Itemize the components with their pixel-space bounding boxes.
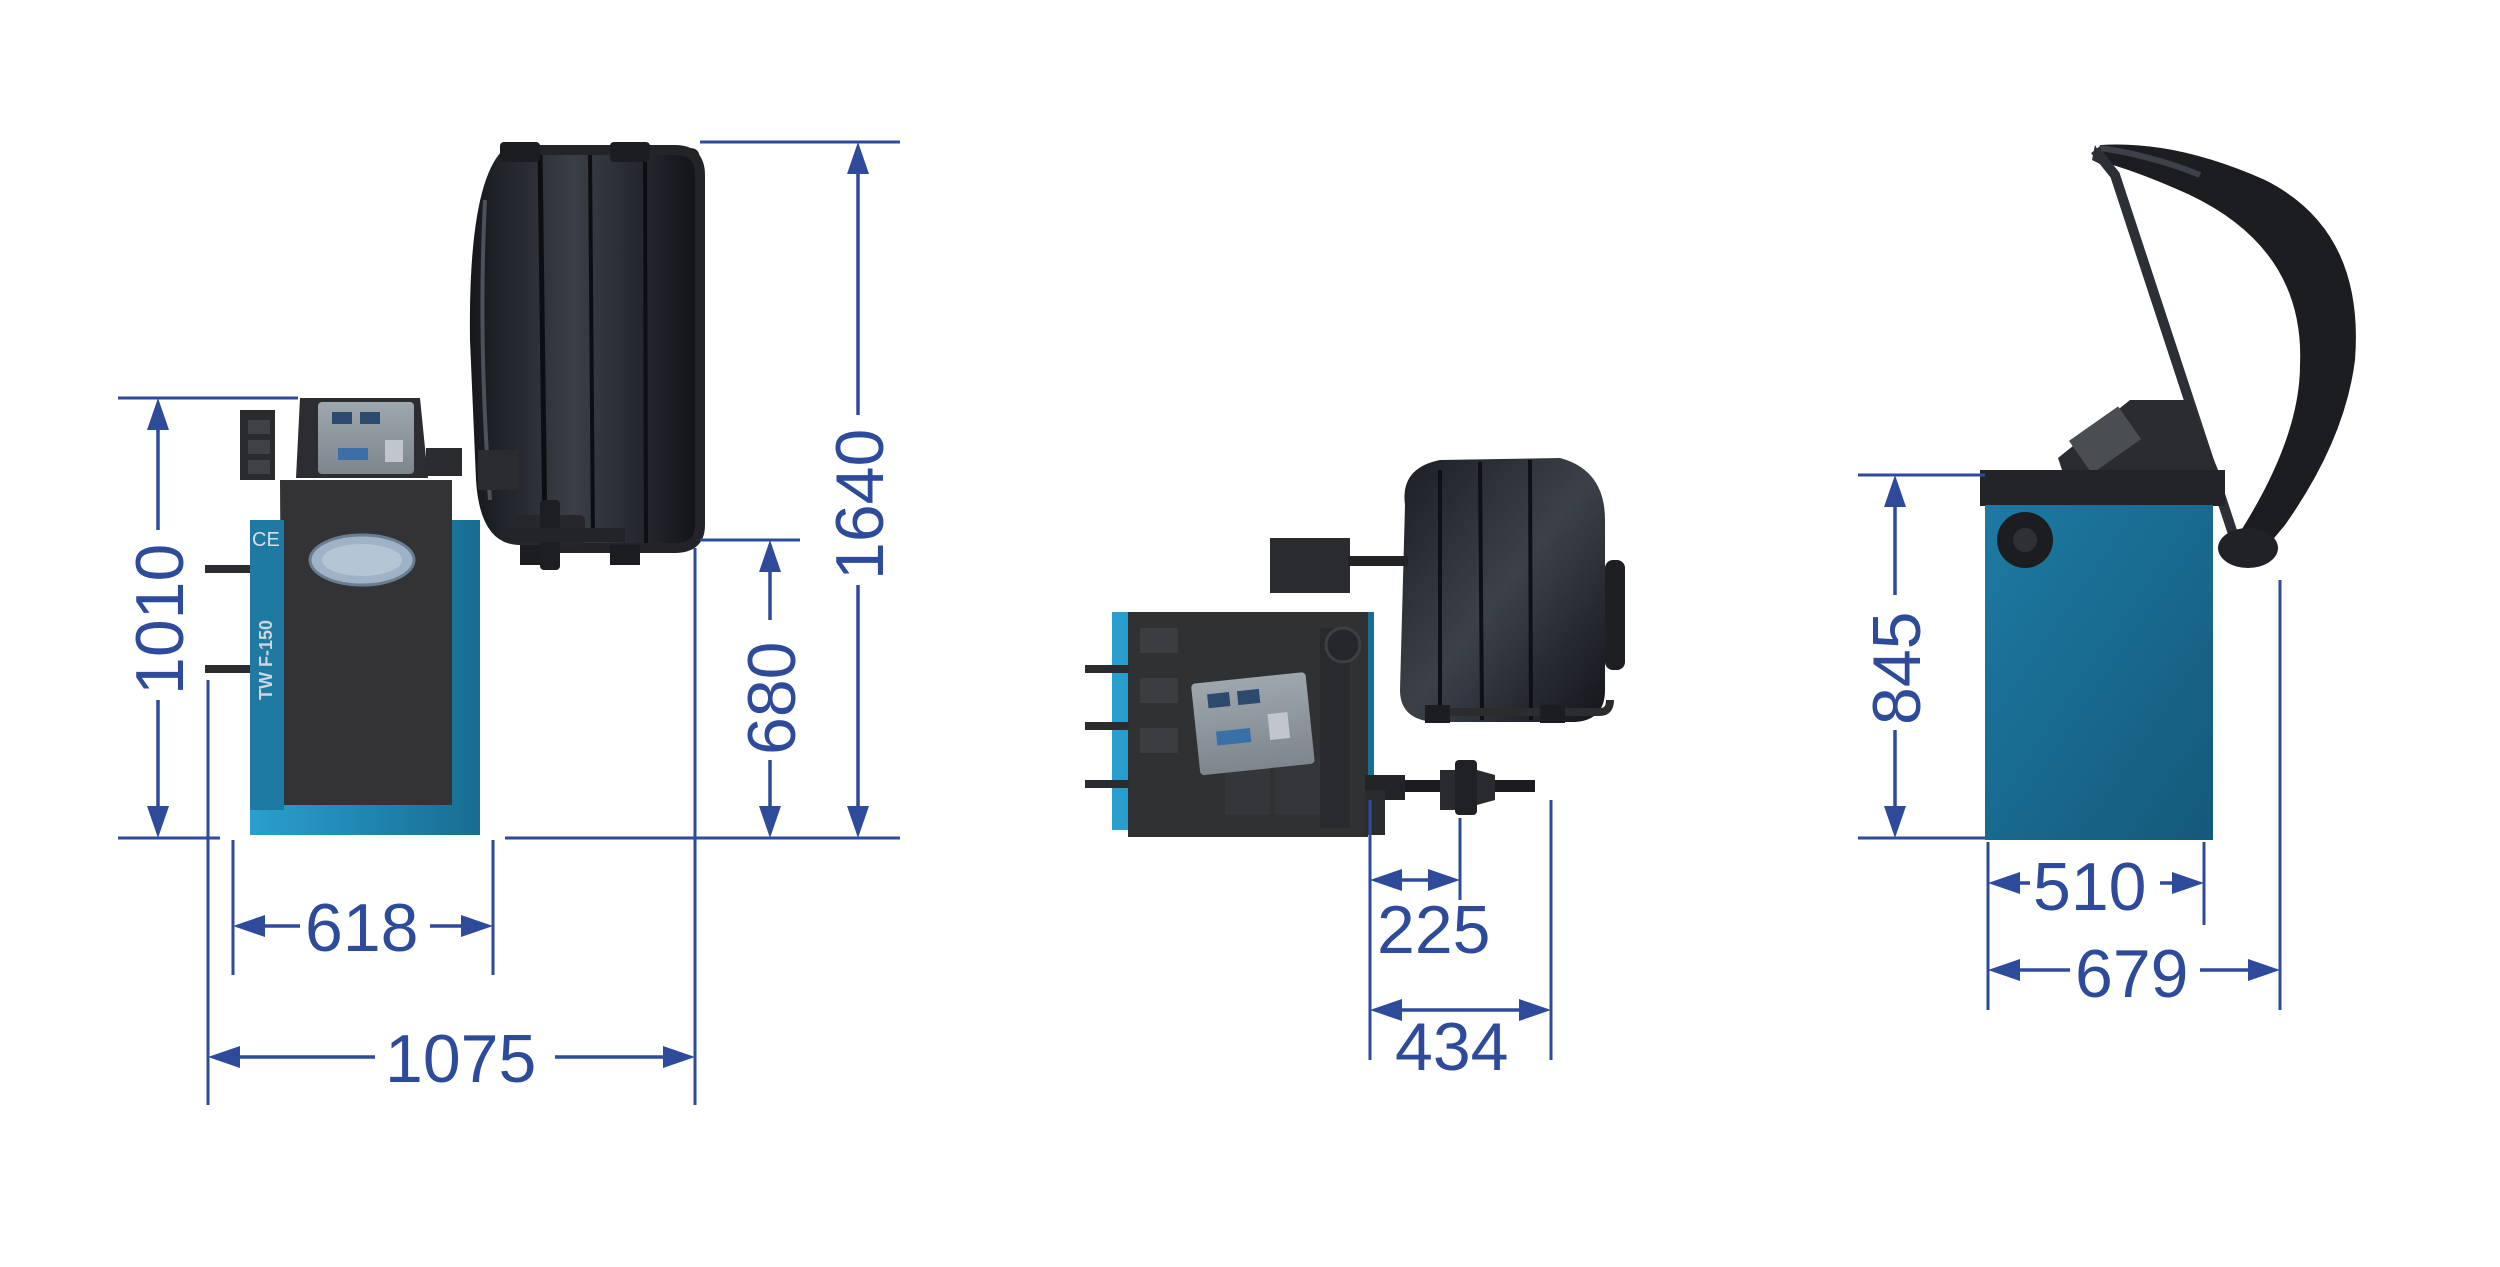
ce-mark: CE (252, 529, 280, 551)
front-dimensions: 1010 680 1640 (118, 140, 900, 1105)
dim-434-label: 434 (1395, 1009, 1508, 1085)
top-shaft (1365, 760, 1535, 835)
front-body: CE TW F-150 (205, 398, 462, 810)
dim-front-shaft-height: 680 (734, 540, 810, 838)
dim-679-label: 679 (2075, 936, 2188, 1012)
dim-225-label: 225 (1377, 892, 1490, 968)
top-body (1085, 612, 1368, 837)
side-wheel-guard (2091, 144, 2356, 568)
dim-1640-label: 1640 (822, 429, 898, 580)
top-display-panel (1191, 672, 1315, 776)
dim-510-label: 510 (2033, 849, 2146, 925)
dim-top-shaft-offset: 225 (1370, 869, 1490, 968)
dim-top-shaft-length: 434 (1370, 999, 1551, 1085)
top-dimensions: 225 434 (1368, 800, 1553, 1085)
dim-side-total-depth: 679 (1988, 936, 2280, 1012)
side-view: 845 510 679 (1858, 144, 2356, 1012)
dim-845-label: 845 (1859, 612, 1935, 725)
dim-side-body-depth: 510 (1988, 849, 2204, 925)
dim-side-body-height: 845 (1859, 475, 1935, 838)
dim-front-body-height: 1010 (122, 398, 198, 838)
dim-front-total-height: 1640 (822, 142, 898, 838)
side-dimensions: 845 510 679 (1858, 473, 2282, 1012)
model-label: TW F-150 (256, 620, 276, 700)
front-wheel-guard (469, 142, 705, 565)
dim-1010-label: 1010 (122, 544, 198, 695)
dim-front-body-width: 618 (233, 890, 493, 966)
top-wheel-guard (1400, 458, 1625, 723)
front-shaft (478, 450, 625, 570)
front-view: CE TW F-150 1010 (118, 140, 900, 1105)
dim-1075-label: 1075 (385, 1021, 536, 1097)
dim-618-label: 618 (305, 890, 418, 966)
dim-front-total-width: 1075 (208, 1021, 695, 1097)
side-console (1980, 400, 2225, 506)
top-view: 225 434 (1085, 458, 1625, 1085)
dim-680-label: 680 (734, 642, 810, 755)
